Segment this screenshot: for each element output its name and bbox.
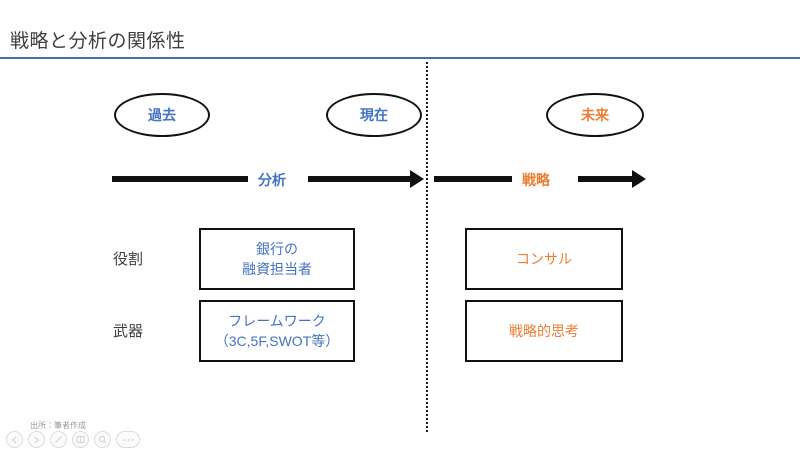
- timeline-label-present: 現在: [360, 107, 388, 123]
- page-title: 戦略と分析の関係性: [10, 31, 186, 52]
- all-slides-button[interactable]: [72, 431, 89, 448]
- strategy-arrow-head-icon: [632, 170, 646, 188]
- zoom-tool-button[interactable]: [94, 431, 111, 448]
- presentation-controls: [6, 431, 140, 448]
- box-weapon-past: フレームワーク （3C,5F,SWOT等）: [199, 300, 355, 362]
- timeline-node-future: 未来: [546, 93, 644, 137]
- analysis-arrow-shaft: [308, 176, 412, 182]
- grid-icon: [76, 435, 85, 444]
- magnifier-icon: [98, 435, 107, 444]
- source-note: 出所：筆者作成: [30, 421, 86, 430]
- pen-icon: [54, 435, 63, 444]
- more-options-button[interactable]: [116, 431, 140, 448]
- flow-label-analysis: 分析: [258, 172, 286, 188]
- box-weapon-future-line1: 戦略的思考: [509, 322, 579, 339]
- flow-label-strategy: 戦略: [522, 172, 550, 188]
- chevron-right-icon: [33, 436, 40, 444]
- box-role-future: コンサル: [465, 228, 623, 290]
- box-role-past-line1: 銀行の: [256, 240, 298, 257]
- box-role-past-line2: 融資担当者: [242, 261, 312, 277]
- pen-tool-button[interactable]: [50, 431, 67, 448]
- timeline-label-past: 過去: [148, 107, 176, 123]
- strategy-arrow-shaft: [578, 176, 634, 182]
- box-weapon-past-line1: フレームワーク: [228, 312, 326, 329]
- timeline-divider: [426, 62, 428, 432]
- analysis-bar-left: [112, 176, 248, 182]
- ellipsis-icon: [122, 438, 135, 442]
- box-weapon-past-line2: （3C,5F,SWOT等）: [214, 333, 340, 349]
- box-role-future-line1: コンサル: [516, 250, 572, 267]
- analysis-arrow-head-icon: [410, 170, 424, 188]
- box-role-past: 銀行の 融資担当者: [199, 228, 355, 290]
- chevron-left-icon: [11, 436, 18, 444]
- strategy-bar-left: [434, 176, 512, 182]
- timeline-label-future: 未来: [581, 107, 609, 123]
- row-label-weapon: 武器: [113, 323, 144, 340]
- title-underline: [0, 57, 800, 59]
- timeline-node-present: 現在: [326, 93, 422, 137]
- row-label-role: 役割: [113, 251, 144, 268]
- previous-slide-button[interactable]: [6, 431, 23, 448]
- next-slide-button[interactable]: [28, 431, 45, 448]
- timeline-node-past: 過去: [114, 93, 210, 137]
- box-weapon-future: 戦略的思考: [465, 300, 623, 362]
